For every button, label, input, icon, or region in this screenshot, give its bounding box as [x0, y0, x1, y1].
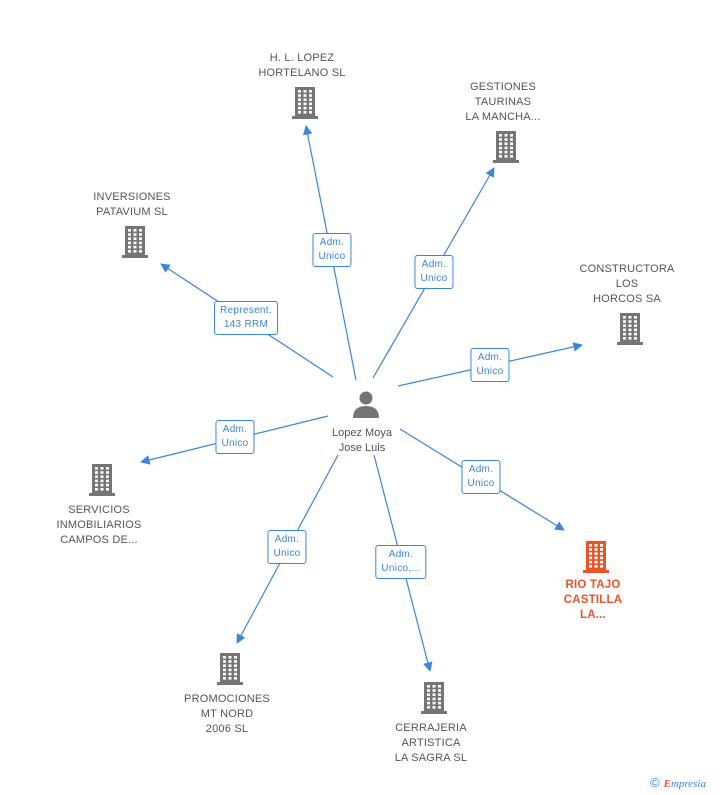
company-label-inversiones-patavium[interactable]: INVERSIONES PATAVIUM SL: [93, 191, 171, 218]
company-label-constructora-horcos[interactable]: CONSTRUCTORA LOS HORCOS SA: [579, 263, 675, 305]
brand-name: mpresia: [670, 778, 706, 790]
building-icon[interactable]: [217, 653, 243, 685]
person-name[interactable]: Lopez Moya Jose Luis: [332, 427, 392, 454]
building-icon[interactable]: [122, 226, 148, 258]
relation-label-inversiones-patavium: Represent. 143 RRM: [214, 301, 278, 335]
company-label-servicios-inmobiliarios[interactable]: SERVICIOS INMOBILIARIOS CAMPOS DE...: [56, 504, 142, 546]
empresia-logo: ©Empresia: [650, 775, 706, 790]
relation-label-rio-tajo: Adm. Unico: [461, 460, 501, 494]
building-icon[interactable]: [421, 682, 447, 714]
relation-label-cerrajeria-artistica: Adm. Unico,...: [375, 545, 427, 579]
relation-label-promociones-mt-nord: Adm. Unico: [267, 530, 307, 564]
person-icon[interactable]: [353, 391, 379, 419]
building-icon[interactable]: [583, 541, 609, 573]
building-icon[interactable]: [617, 313, 643, 345]
company-label-cerrajeria-artistica[interactable]: CERRAJERIA ARTISTICA LA SAGRA SL: [394, 722, 468, 764]
company-label-rio-tajo[interactable]: RIO TAJO CASTILLA LA...: [563, 579, 623, 621]
building-icon[interactable]: [493, 131, 519, 163]
building-icon[interactable]: [292, 87, 318, 119]
relation-label-constructora-horcos: Adm. Unico: [470, 348, 510, 382]
relation-label-gestiones-taurinas: Adm. Unico: [414, 255, 454, 289]
relation-label-lopez-hortelano: Adm. Unico: [312, 233, 352, 267]
brand-initial: E: [663, 778, 671, 790]
company-label-gestiones-taurinas[interactable]: GESTIONES TAURINAS LA MANCHA...: [465, 81, 541, 123]
building-icon[interactable]: [89, 464, 115, 496]
copyright-symbol: ©: [650, 775, 660, 790]
company-label-lopez-hortelano[interactable]: H. L. LOPEZ HORTELANO SL: [258, 52, 346, 79]
company-label-promociones-mt-nord[interactable]: PROMOCIONES MT NORD 2006 SL: [184, 693, 270, 735]
relation-label-servicios-inmobiliarios: Adm. Unico: [215, 420, 255, 454]
